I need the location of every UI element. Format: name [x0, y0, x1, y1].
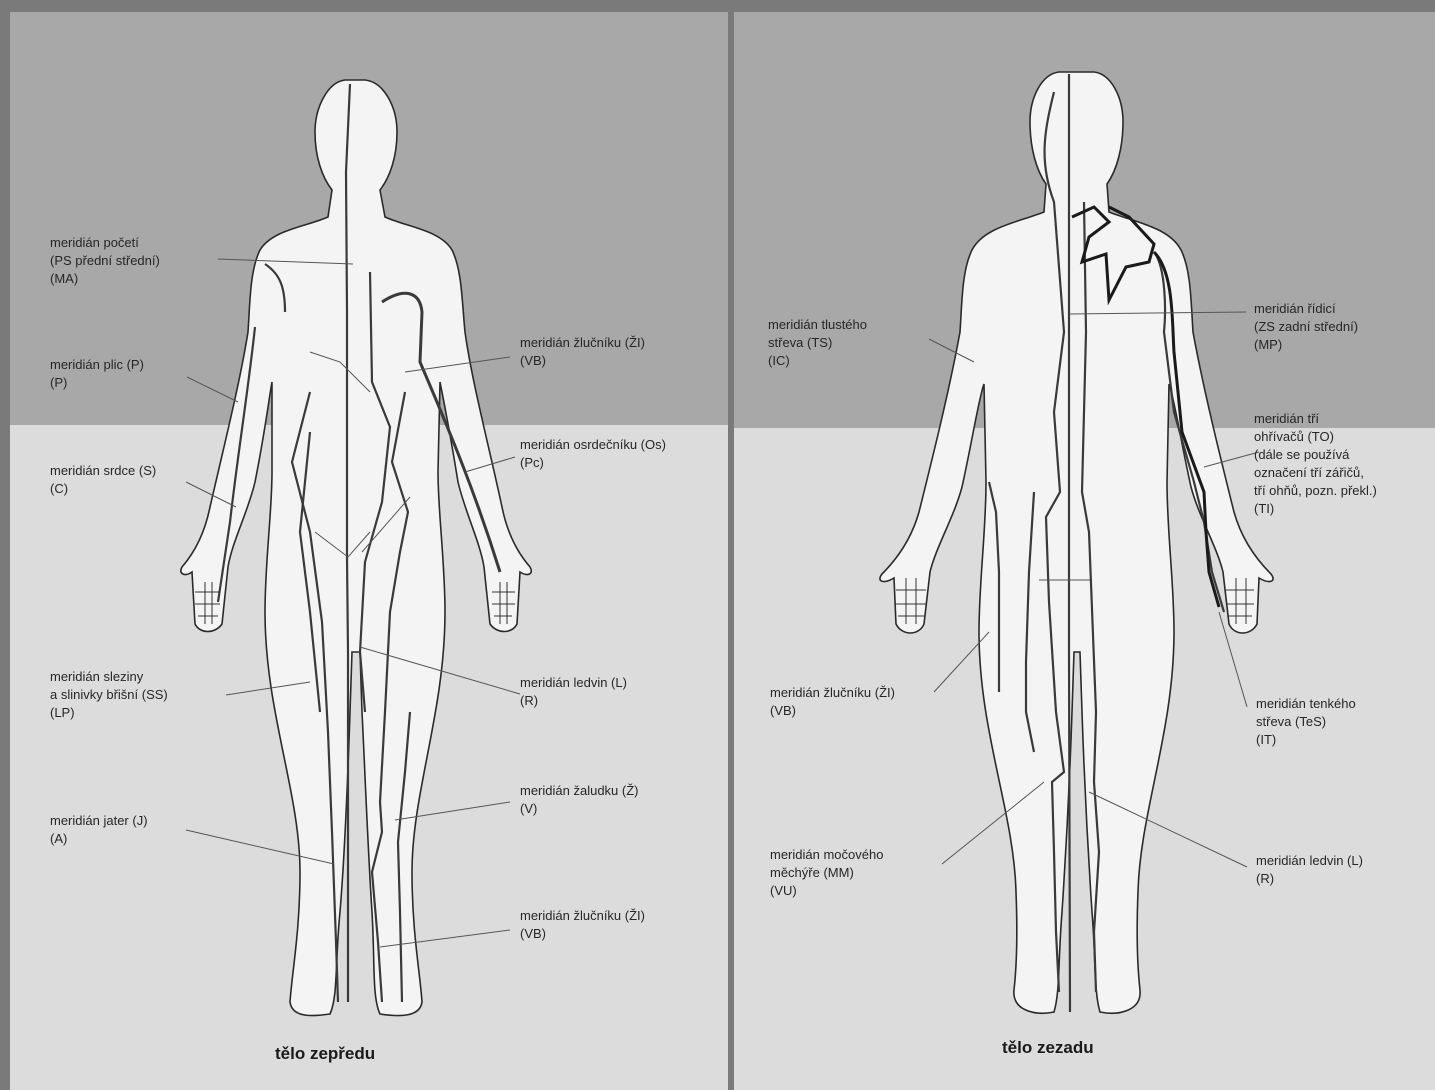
- label-gallbladder-meridian-bottom: meridián žlučníku (ŽI)(VB): [520, 907, 645, 943]
- label-conception-meridian: meridián početí(PS přední střední)(MA): [50, 234, 160, 288]
- label-kidney-meridian: meridián ledvin (L)(R): [520, 674, 627, 710]
- back-body-figure: [734, 12, 1435, 1090]
- label-governing-meridian: meridián řídicí(ZS zadní střední)(MP): [1254, 300, 1358, 354]
- label-heart-meridian: meridián srdce (S)(C): [50, 462, 156, 498]
- label-kidney-meridian-back: meridián ledvin (L)(R): [1256, 852, 1363, 888]
- label-pericardium-meridian: meridián osrdečníku (Os)(Pc): [520, 436, 666, 472]
- label-gallbladder-meridian-back: meridián žlučníku (ŽI)(VB): [770, 684, 895, 720]
- back-caption: tělo zezadu: [1002, 1038, 1094, 1058]
- front-caption: tělo zepředu: [275, 1044, 375, 1064]
- front-body-panel: meridián početí(PS přední střední)(MA) m…: [10, 12, 728, 1090]
- label-lung-meridian: meridián plic (P)(P): [50, 356, 144, 392]
- label-stomach-meridian: meridián žaludku (Ž)(V): [520, 782, 639, 818]
- label-gallbladder-meridian-top: meridián žlučníku (ŽI)(VB): [520, 334, 645, 370]
- label-liver-meridian: meridián jater (J)(A): [50, 812, 148, 848]
